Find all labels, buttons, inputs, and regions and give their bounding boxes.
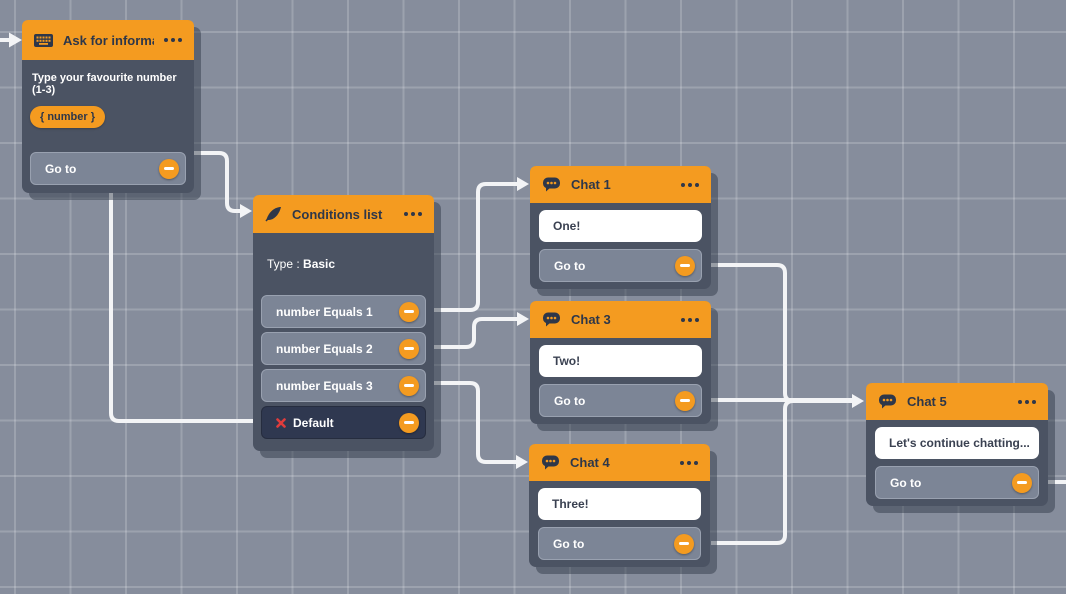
node-chat-3[interactable]: Chat 3 Two! Go to	[530, 301, 711, 424]
goto-label: Go to	[45, 161, 77, 176]
connector-chat1-to-chat5	[711, 263, 852, 403]
chat-message[interactable]: Two!	[539, 345, 702, 377]
connector-default-to-ask	[109, 187, 253, 423]
node-chat-1[interactable]: Chat 1 One! Go to	[530, 166, 711, 289]
node-header[interactable]: Chat 3	[530, 301, 711, 338]
condition-label: number Equals 3	[276, 378, 373, 393]
menu-dots-icon[interactable]	[1018, 396, 1036, 408]
node-header[interactable]: Chat 4	[529, 444, 710, 481]
variable-pill[interactable]: { number }	[30, 106, 106, 128]
node-title: Chat 1	[571, 177, 611, 192]
node-title: Chat 4	[570, 455, 610, 470]
question-text: Type your favourite number (1-3)	[32, 72, 177, 96]
node-conditions-list[interactable]: Conditions list Type : Basic number Equa…	[253, 195, 434, 451]
node-title: Chat 3	[571, 312, 611, 327]
node-header[interactable]: Chat 5	[866, 383, 1048, 420]
minus-icon[interactable]	[399, 412, 419, 433]
goto-label: Go to	[554, 393, 586, 408]
node-header[interactable]: Chat 1	[530, 166, 711, 203]
minus-icon[interactable]	[399, 375, 419, 396]
node-title: Ask for information 1	[63, 32, 154, 48]
minus-icon[interactable]	[1012, 472, 1032, 493]
chat-message[interactable]: One!	[539, 210, 702, 242]
menu-dots-icon[interactable]	[681, 179, 699, 191]
condition-label: Default	[293, 415, 334, 430]
connector-eq1-to-chat1	[434, 182, 518, 312]
connector-eq2-to-chat3	[434, 317, 518, 349]
chat-message[interactable]: Three!	[538, 488, 701, 520]
minus-icon[interactable]	[675, 255, 695, 276]
connector-chat4-to-chat5	[711, 399, 852, 545]
node-title: Chat 5	[907, 394, 947, 409]
goto-port[interactable]: Go to	[538, 527, 701, 560]
menu-dots-icon[interactable]	[681, 314, 699, 326]
minus-icon[interactable]	[399, 301, 419, 322]
keyboard-icon	[34, 33, 53, 47]
menu-dots-icon[interactable]	[164, 34, 182, 46]
condition-port-2[interactable]: number Equals 2	[261, 332, 426, 365]
node-title: Conditions list	[292, 206, 383, 222]
arrowhead	[517, 312, 529, 326]
condition-port-1[interactable]: number Equals 1	[261, 295, 426, 328]
minus-icon[interactable]	[675, 390, 695, 411]
menu-dots-icon[interactable]	[680, 457, 698, 469]
node-chat-4[interactable]: Chat 4 Three! Go to	[529, 444, 710, 567]
arrowhead	[240, 204, 252, 218]
goto-label: Go to	[890, 475, 922, 490]
arrowhead	[852, 394, 864, 408]
menu-dots-icon[interactable]	[404, 208, 422, 220]
goto-port[interactable]: Go to	[875, 466, 1039, 499]
chat-icon	[543, 312, 560, 327]
condition-port-3[interactable]: number Equals 3	[261, 369, 426, 402]
connector-ask-to-conditions	[194, 151, 241, 213]
condition-type: Type : Basic	[267, 257, 336, 271]
chat-message[interactable]: Let's continue chatting...	[875, 427, 1039, 459]
goto-port[interactable]: Go to	[539, 249, 702, 282]
node-header[interactable]: Ask for information 1	[22, 20, 194, 60]
quill-icon	[265, 207, 281, 222]
minus-icon[interactable]	[399, 338, 419, 359]
x-icon	[276, 417, 286, 428]
minus-icon[interactable]	[159, 158, 179, 179]
arrowhead	[9, 32, 22, 48]
arrowhead	[516, 455, 528, 469]
condition-label: number Equals 1	[276, 304, 373, 319]
connector-eq3-to-chat4	[434, 381, 517, 464]
minus-icon[interactable]	[674, 533, 694, 554]
chat-icon	[543, 177, 560, 192]
chat-icon	[542, 455, 559, 470]
node-ask-for-information[interactable]: Ask for information 1 Type your favourit…	[22, 20, 194, 193]
goto-port[interactable]: Go to	[539, 384, 702, 417]
arrowhead	[517, 177, 529, 191]
goto-label: Go to	[554, 258, 586, 273]
condition-port-default[interactable]: Default	[261, 406, 426, 439]
node-header[interactable]: Conditions list	[253, 195, 434, 233]
chat-icon	[879, 394, 896, 409]
goto-port[interactable]: Go to	[30, 152, 186, 185]
node-chat-5[interactable]: Chat 5 Let's continue chatting... Go to	[866, 383, 1048, 506]
goto-label: Go to	[553, 536, 585, 551]
condition-label: number Equals 2	[276, 341, 373, 356]
